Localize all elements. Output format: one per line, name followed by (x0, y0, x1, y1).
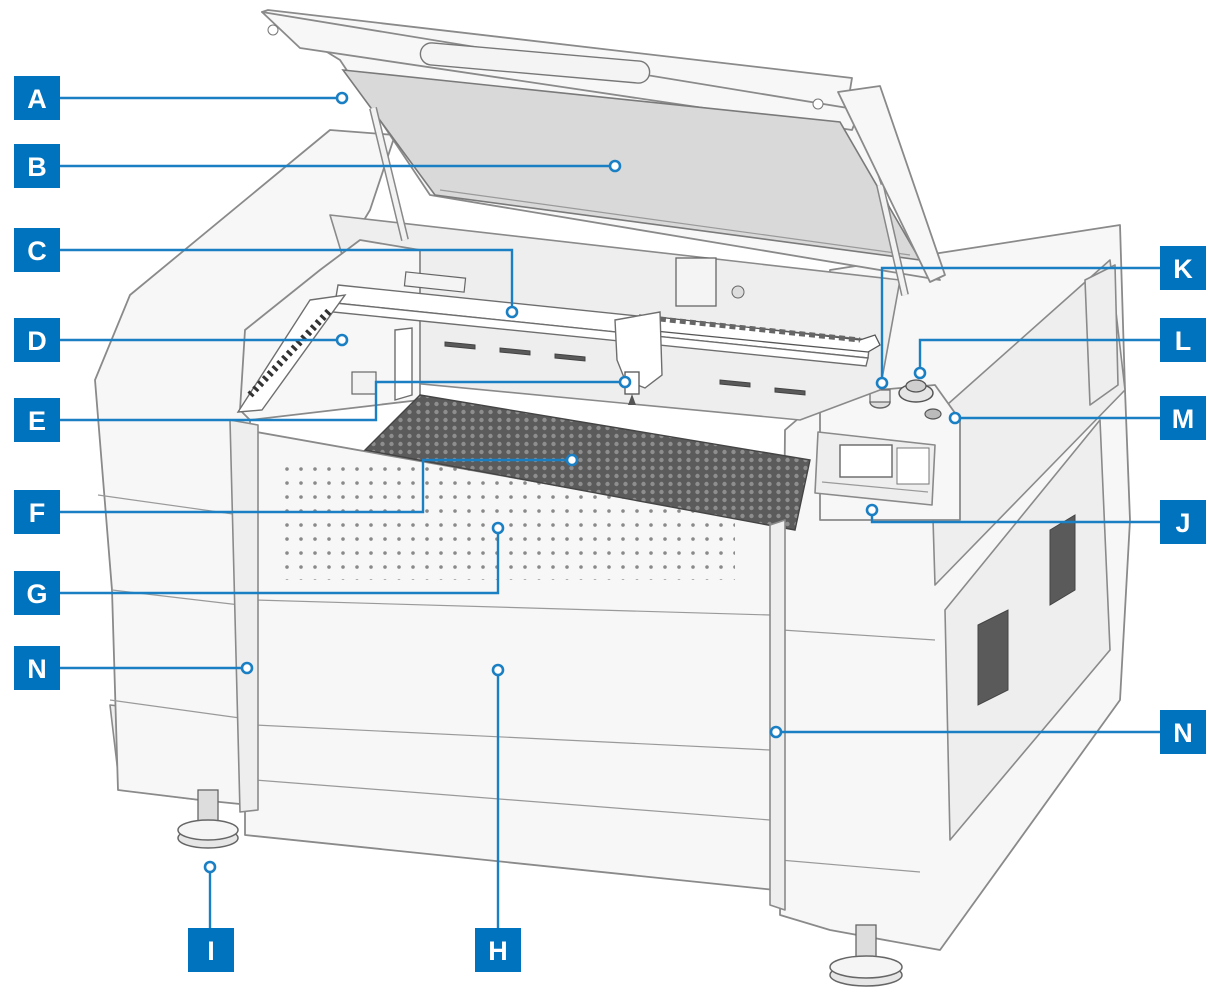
callout-k-text: K (1173, 254, 1193, 284)
marker-e (618, 375, 632, 389)
marker-a (335, 91, 349, 105)
callout-c-text: C (27, 236, 47, 266)
marker-m (948, 411, 962, 425)
marker-l (913, 366, 927, 380)
marker-b (608, 159, 622, 173)
marker-h (491, 663, 505, 677)
marker-f (565, 453, 579, 467)
adjustable-foot-left (177, 789, 239, 849)
marker-c (505, 305, 519, 319)
marker-n-right (769, 725, 783, 739)
callout-a: A (14, 76, 60, 120)
callout-c: C (14, 228, 60, 272)
callout-g: G (14, 571, 60, 615)
marker-i (203, 860, 217, 874)
callout-a-text: A (27, 84, 47, 114)
callout-h: H (475, 928, 521, 972)
callout-n-left: N (14, 646, 60, 690)
marker-j (865, 503, 879, 517)
leader-e (60, 380, 625, 422)
callout-h-text: H (488, 936, 508, 966)
leader-f (60, 458, 572, 514)
callout-d-text: D (27, 326, 47, 356)
callout-j-text: J (1175, 508, 1190, 538)
adjustable-foot-right (829, 924, 903, 987)
callout-markers (203, 91, 962, 874)
leader-c (60, 248, 514, 312)
marker-n-left (240, 661, 254, 675)
callout-m: M (1160, 396, 1206, 440)
callout-n-right-text: N (1173, 718, 1193, 748)
callout-n-left-text: N (27, 654, 47, 684)
marker-g (491, 521, 505, 535)
leader-lines (60, 96, 1160, 928)
callout-f-text: F (29, 498, 46, 528)
callout-b-text: B (27, 152, 47, 182)
callout-i: I (188, 928, 234, 972)
leader-l (918, 338, 1160, 373)
honeycomb-bed (363, 394, 811, 531)
marker-d (335, 333, 349, 347)
laser-cutter-machine (94, 9, 1131, 987)
callout-labels: A B C D E F G N (14, 76, 1206, 972)
callout-l-text: L (1175, 326, 1192, 356)
callout-k: K (1160, 246, 1206, 290)
callout-f: F (14, 490, 60, 534)
laser-head (614, 311, 663, 389)
callout-i-text: I (207, 936, 215, 966)
callout-n-right: N (1160, 710, 1206, 754)
marker-k (875, 376, 889, 390)
callout-e-text: E (28, 406, 46, 436)
callout-g-text: G (26, 579, 47, 609)
callout-m-text: M (1172, 404, 1195, 434)
leader-k (880, 266, 1160, 383)
callout-b: B (14, 144, 60, 188)
leader-g (60, 528, 500, 595)
callout-d: D (14, 318, 60, 362)
callout-l: L (1160, 318, 1206, 362)
callout-j: J (1160, 500, 1206, 544)
callout-e: E (14, 398, 60, 442)
